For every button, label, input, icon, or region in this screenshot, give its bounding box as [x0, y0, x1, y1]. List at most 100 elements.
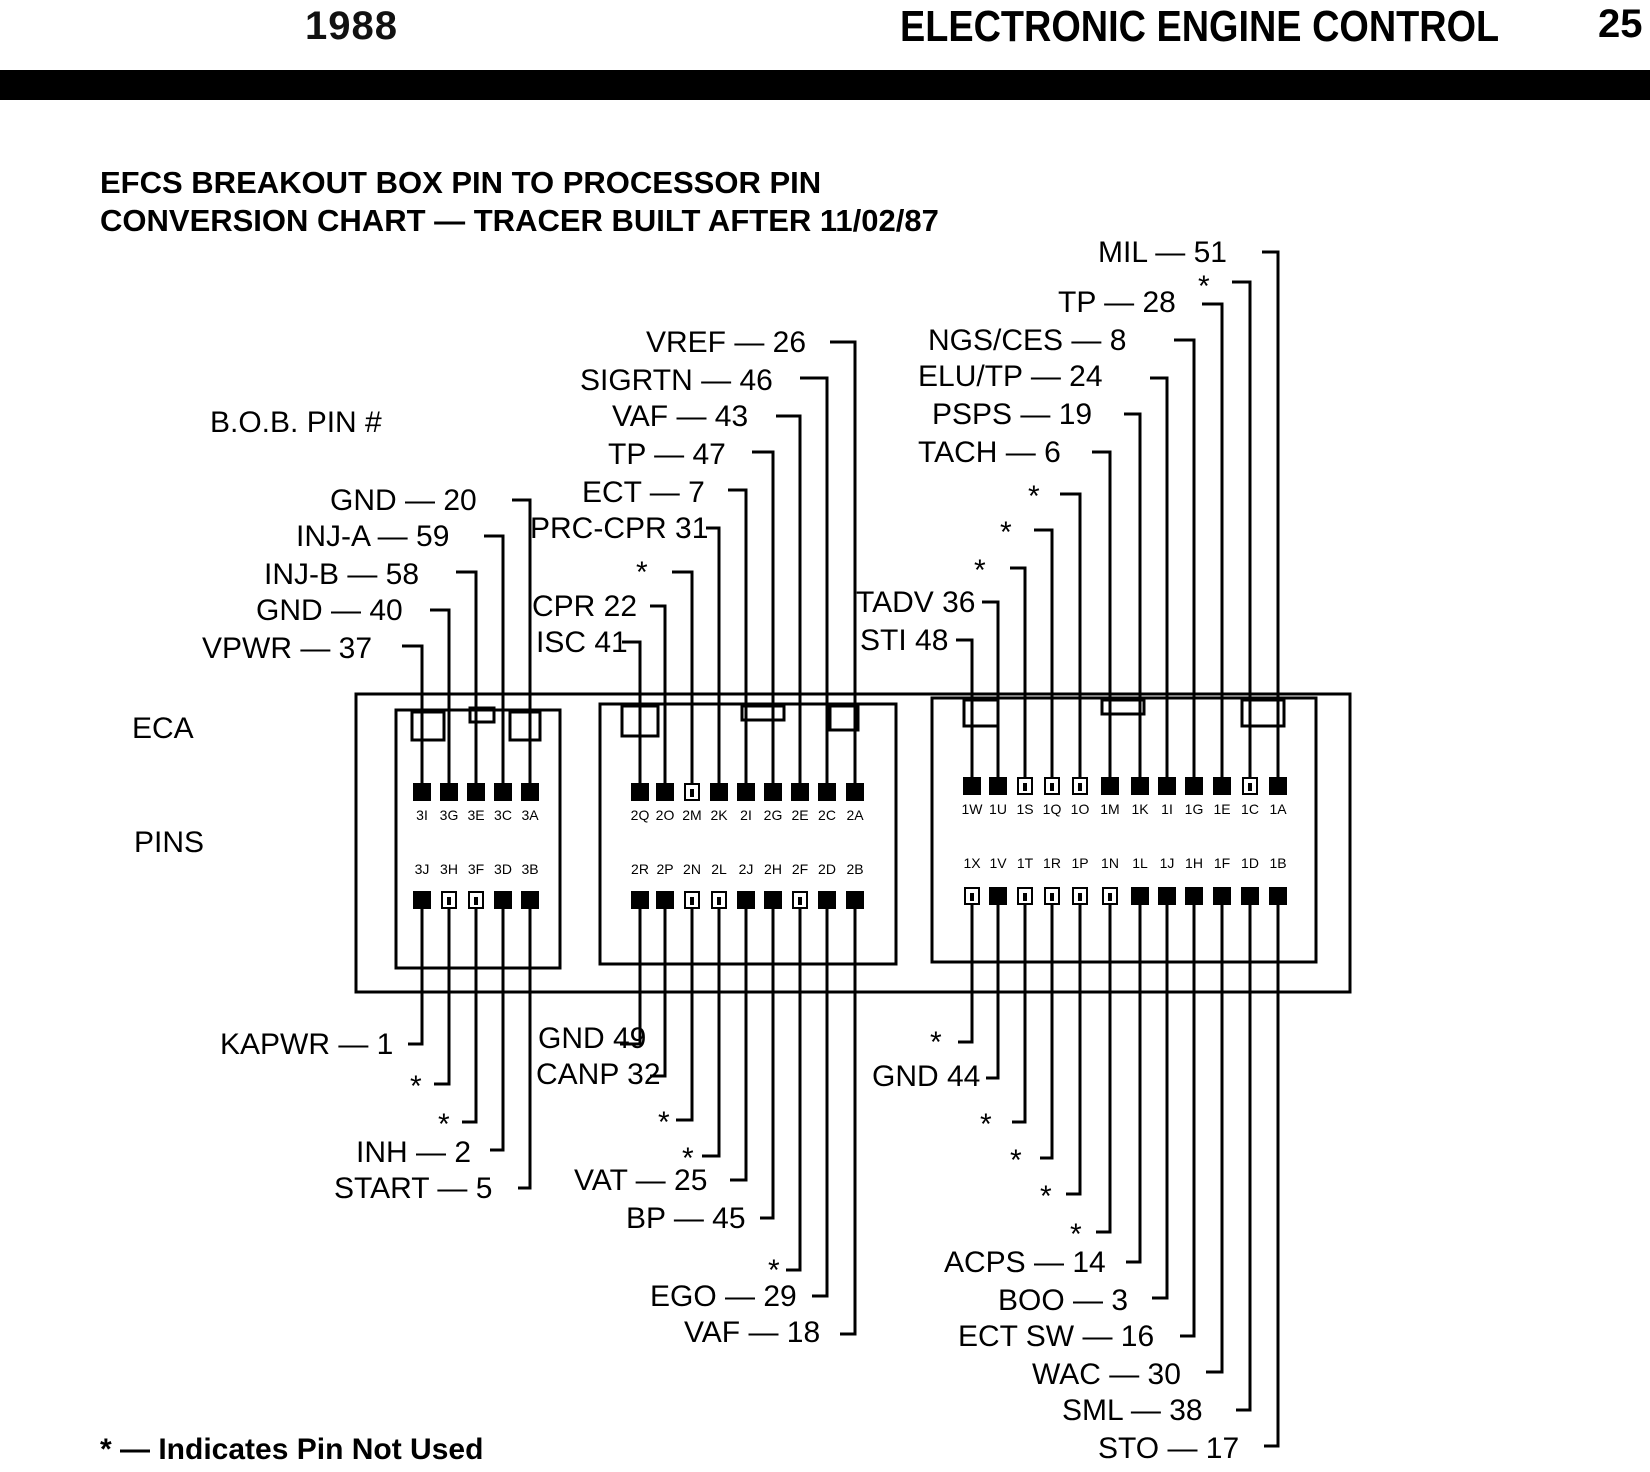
label-canp-32: CANP 32	[536, 1058, 661, 1091]
pin-code-3a: 3A	[521, 807, 539, 823]
label-sigrtn-46: SIGRTN — 46	[580, 364, 773, 397]
pin-3f-unused	[468, 891, 484, 909]
pin-3h-unused	[441, 891, 457, 909]
pin-code-1t: 1T	[1017, 855, 1034, 871]
wire-top-pin-1o	[1060, 492, 1082, 777]
pin-code-2p: 2P	[656, 861, 673, 877]
wire-bottom-bp-45	[760, 909, 775, 1220]
wire-bottom-pin-1n	[1096, 905, 1112, 1234]
pin-2d-used	[818, 891, 836, 909]
label-elu-tp-24: ELU/TP — 24	[918, 360, 1103, 393]
pin-2r-used	[631, 891, 649, 909]
pin-2o-used	[656, 783, 674, 801]
label-tp-47: TP — 47	[608, 438, 726, 471]
pin-code-1p: 1P	[1071, 855, 1088, 871]
pin-code-3g: 3G	[440, 807, 459, 823]
label-tadv-36: TADV 36	[856, 586, 976, 619]
pin-2h-used	[764, 891, 782, 909]
pin-1j-used	[1158, 887, 1176, 905]
label-ect-sw-16: ECT SW — 16	[958, 1320, 1155, 1353]
label-gnd-40: GND — 40	[256, 594, 403, 627]
pin-2m-unused	[684, 783, 700, 801]
pin-code-1q: 1Q	[1043, 801, 1062, 817]
pin-code-1f: 1F	[1214, 855, 1230, 871]
label-pin-2l-unused: *	[682, 1142, 694, 1175]
pin-code-3j: 3J	[415, 861, 430, 877]
pin-2q-used	[631, 783, 649, 801]
wire-bottom-ego-29	[812, 909, 829, 1298]
pin-1e-used	[1213, 777, 1231, 795]
pin-1o-unused	[1072, 777, 1088, 795]
label-pin-1r-unused: *	[1010, 1144, 1022, 1177]
label-pin-3f-unused: *	[438, 1108, 450, 1141]
pin-code-2c: 2C	[818, 807, 836, 823]
label-isc-41: ISC 41	[536, 626, 628, 659]
wire-top-pin-2m	[672, 570, 694, 783]
wire-top-vref-26	[830, 340, 857, 783]
pin-code-3f: 3F	[468, 861, 484, 877]
label-pin-1s-unused: *	[974, 554, 986, 587]
pin-code-3d: 3D	[494, 861, 512, 877]
bob-pin-label: B.O.B. PIN #	[210, 406, 382, 439]
pin-1a-used	[1269, 777, 1287, 795]
pin-3c-used	[494, 783, 512, 801]
pin-code-2j: 2J	[739, 861, 754, 877]
label-ego-29: EGO — 29	[650, 1280, 797, 1313]
wire-bottom-ect-sw-16	[1180, 905, 1196, 1338]
label-tach-6: TACH — 6	[918, 436, 1061, 469]
pin-3e-used	[467, 783, 485, 801]
pin-code-3c: 3C	[494, 807, 512, 823]
pin-1l-used	[1131, 887, 1149, 905]
label-pin-1o-unused: *	[1028, 480, 1040, 513]
wire-bottom-sto-17	[1264, 905, 1280, 1448]
wire-top-cpr-22	[650, 604, 667, 783]
wire-top-elu-tp-24	[1150, 376, 1169, 777]
wire-bottom-pin-1p	[1066, 905, 1082, 1196]
pin-1r-unused	[1044, 887, 1060, 905]
pin-code-1c: 1C	[1241, 801, 1259, 817]
label-bp-45: BP — 45	[626, 1202, 746, 1235]
wire-bottom-kapwr-1	[408, 909, 424, 1046]
connector-2-key-center	[740, 704, 786, 722]
pin-1c-unused	[1242, 777, 1258, 795]
label-ngs-ces-8: NGS/CES — 8	[928, 324, 1127, 357]
pin-1f-used	[1213, 887, 1231, 905]
wire-bottom-pin-3f	[462, 909, 478, 1124]
wire-top-sti-48	[956, 638, 974, 777]
label-prc-cpr-31: PRC-CPR 31	[530, 512, 709, 545]
label-kapwr-1: KAPWR — 1	[220, 1028, 394, 1061]
pin-2a-used	[846, 783, 864, 801]
label-inj-b-58: INJ-B — 58	[264, 558, 420, 591]
pin-2g-used	[764, 783, 782, 801]
label-boo-3: BOO — 3	[998, 1284, 1129, 1317]
label-gnd-20: GND — 20	[330, 484, 477, 517]
label-pin-1n-unused: *	[1070, 1218, 1082, 1251]
pin-code-1w: 1W	[962, 801, 984, 817]
pin-2b-used	[846, 891, 864, 909]
label-pin-1c-unused: *	[1198, 270, 1210, 303]
pin-code-1i: 1I	[1161, 801, 1173, 817]
wire-bottom-pin-2f	[786, 909, 802, 1272]
pin-code-1m: 1M	[1100, 801, 1119, 817]
connector-1-key-right	[1240, 698, 1286, 728]
pin-2e-used	[791, 783, 809, 801]
pin-code-1j: 1J	[1160, 855, 1175, 871]
label-vref-26: VREF — 26	[646, 326, 807, 359]
connector-3-key-right	[508, 710, 542, 742]
label-pin-2m-unused: *	[636, 556, 648, 589]
pin-3g-used	[440, 783, 458, 801]
wire-top-isc-41	[622, 640, 642, 783]
wire-top-vaf-43	[776, 414, 802, 783]
wire-top-gnd-20	[512, 498, 532, 783]
pin-1q-unused	[1044, 777, 1060, 795]
wire-top-pin-1q	[1034, 528, 1054, 777]
pin-code-2k: 2K	[710, 807, 728, 823]
pin-1x-unused	[964, 887, 980, 905]
pin-2f-unused	[792, 891, 808, 909]
wire-bottom-boo-3	[1152, 905, 1169, 1300]
connector-1-key-center	[1100, 698, 1146, 716]
pin-code-1l: 1L	[1132, 855, 1148, 871]
wire-top-tadv-36	[982, 600, 1000, 777]
pin-code-1u: 1U	[989, 801, 1007, 817]
